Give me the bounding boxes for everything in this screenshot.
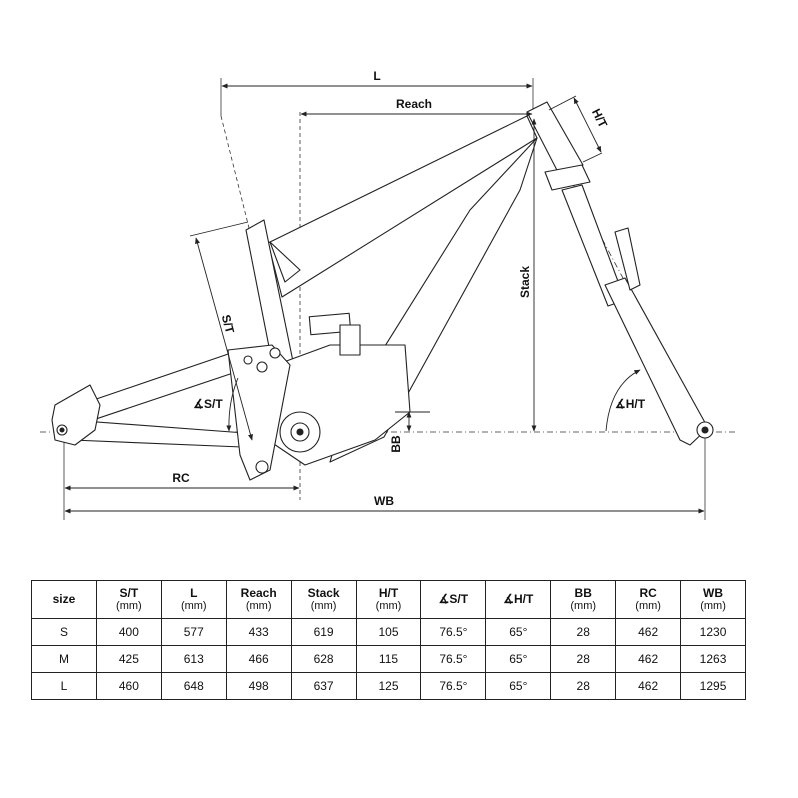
table-cell: 462	[615, 618, 682, 646]
table-cell: 400	[95, 618, 162, 646]
header-stack: Stack(mm)	[290, 580, 357, 619]
frame-geometry-diagram: L Reach Stack H/T S/T ∡S/T ∡H/T BB RC WB	[40, 69, 735, 520]
table-cell: 65°	[485, 618, 552, 646]
ht-angle-arc	[605, 369, 641, 432]
table-cell: 1230	[680, 618, 746, 646]
st-label: S/T	[219, 313, 238, 335]
gusset	[269, 241, 301, 283]
dimension-lines	[64, 83, 705, 514]
l-label: L	[373, 69, 380, 83]
table-cell: 466	[225, 645, 292, 673]
head-tube	[526, 101, 584, 177]
table-cell: 76.5°	[420, 618, 487, 646]
st-angle-arc	[226, 377, 239, 432]
table-cell: 115	[355, 645, 422, 673]
table-cell: 1295	[680, 672, 746, 700]
table-cell: 76.5°	[420, 672, 487, 700]
table-cell: 28	[550, 618, 617, 646]
rc-label: RC	[172, 471, 190, 485]
table-cell: S	[31, 618, 97, 646]
st-angle-label: ∡S/T	[193, 397, 223, 411]
header-head-tube: H/T(mm)	[355, 580, 422, 619]
table-cell: M	[31, 645, 97, 673]
table-cell: 637	[290, 672, 357, 700]
table-row: L 460 648 498 637 125 76.5° 65° 28 462 1…	[31, 672, 746, 700]
geometry-table: size S/T(mm) L(mm) Reach(mm) Stack(mm) H…	[31, 580, 746, 700]
ht-dim-line	[573, 97, 602, 153]
table-cell: 65°	[485, 672, 552, 700]
table-cell: 628	[290, 645, 357, 673]
table-header-row: size S/T(mm) L(mm) Reach(mm) Stack(mm) H…	[31, 580, 746, 619]
header-seat-angle: ∡S/T	[420, 580, 487, 619]
table-cell: 462	[615, 672, 682, 700]
table-cell: 425	[95, 645, 162, 673]
table-cell: 460	[95, 672, 162, 700]
fork-steerer	[544, 164, 591, 191]
table-cell: 619	[290, 618, 357, 646]
table-cell: 462	[615, 645, 682, 673]
table-cell: 498	[225, 672, 292, 700]
table-row: M 425 613 466 628 115 76.5° 65° 28 462 1…	[31, 645, 746, 673]
header-reach: Reach(mm)	[225, 580, 292, 619]
table-cell: 433	[225, 618, 292, 646]
bb-label: BB	[389, 435, 403, 453]
header-bb-drop: BB(mm)	[550, 580, 617, 619]
reach-label: Reach	[396, 97, 432, 111]
header-size: size	[31, 580, 97, 619]
bike-frame	[51, 101, 714, 481]
header-wheelbase: WB(mm)	[680, 580, 746, 619]
table-cell: 105	[355, 618, 422, 646]
table-cell: 76.5°	[420, 645, 487, 673]
dimension-labels: L Reach Stack H/T S/T ∡S/T ∡H/T BB RC WB	[172, 69, 645, 508]
table-cell: L	[31, 672, 97, 700]
ht-angle-label: ∡H/T	[615, 397, 646, 411]
wb-label: WB	[374, 494, 394, 508]
table-cell: 577	[160, 618, 227, 646]
fork-lower	[604, 277, 709, 446]
table-cell: 648	[160, 672, 227, 700]
ht-label: H/T	[589, 106, 611, 130]
table-cell: 65°	[485, 645, 552, 673]
st-dim-line	[195, 237, 253, 441]
header-rear-center: RC(mm)	[615, 580, 682, 619]
fork-arch	[614, 227, 641, 291]
table-cell: 125	[355, 672, 422, 700]
stack-label: Stack	[518, 266, 532, 298]
header-length: L(mm)	[160, 580, 227, 619]
table-cell: 28	[550, 645, 617, 673]
table-cell: 28	[550, 672, 617, 700]
table-cell: 613	[160, 645, 227, 673]
table-cell: 1263	[680, 645, 746, 673]
header-head-angle: ∡H/T	[485, 580, 552, 619]
table-row: S 400 577 433 619 105 76.5° 65° 28 462 1…	[31, 618, 746, 646]
header-seat-tube: S/T(mm)	[95, 580, 162, 619]
